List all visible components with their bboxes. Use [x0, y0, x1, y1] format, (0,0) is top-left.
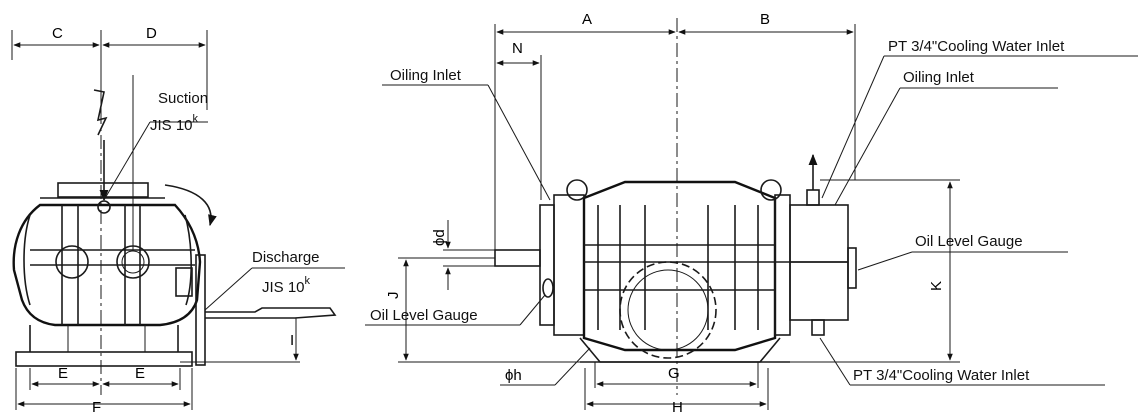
cooling-water-inlet-top-label: PT 3/4"Cooling Water Inlet: [888, 38, 1065, 55]
dim-phi-d-label: ϕd: [431, 229, 448, 246]
discharge-standard: JIS 10k: [262, 275, 311, 296]
discharge-standard-text: JIS 10: [262, 279, 305, 296]
oiling-inlet-left-label: Oiling Inlet: [390, 67, 462, 84]
dim-e1-label: E: [58, 365, 68, 382]
oiling-inlet-right-label: Oiling Inlet: [903, 69, 975, 86]
dim-g-label: G: [668, 365, 680, 382]
dim-j-label: J: [385, 292, 402, 300]
discharge-standard-sup: k: [305, 275, 311, 287]
cooling-water-inlet-bottom-label: PT 3/4"Cooling Water Inlet: [853, 367, 1030, 384]
dim-k-label: K: [928, 281, 945, 291]
oil-level-gauge-left-label: Oil Level Gauge: [370, 307, 478, 324]
dim-b-label: B: [760, 11, 770, 28]
dim-n-label: N: [512, 40, 523, 57]
dim-h-label: H: [672, 399, 683, 416]
dim-i-label: I: [290, 332, 294, 349]
dim-f-label: F: [92, 399, 101, 416]
discharge-label: Discharge: [252, 249, 320, 266]
dim-a-label: A: [582, 11, 592, 28]
suction-standard-text: JIS 10: [150, 117, 193, 134]
dim-phi-h-label: ϕh: [505, 367, 522, 384]
suction-label: Suction: [158, 90, 208, 107]
dim-d-label: D: [146, 25, 157, 42]
suction-standard-sup: k: [193, 113, 199, 125]
front-view: A B N ϕd: [365, 11, 1138, 416]
dim-c-label: C: [52, 25, 63, 42]
side-view: C D: [11, 25, 345, 416]
oil-level-gauge-right-label: Oil Level Gauge: [915, 233, 1023, 250]
dim-e2-label: E: [135, 365, 145, 382]
suction-standard: JIS 10k: [150, 113, 199, 134]
